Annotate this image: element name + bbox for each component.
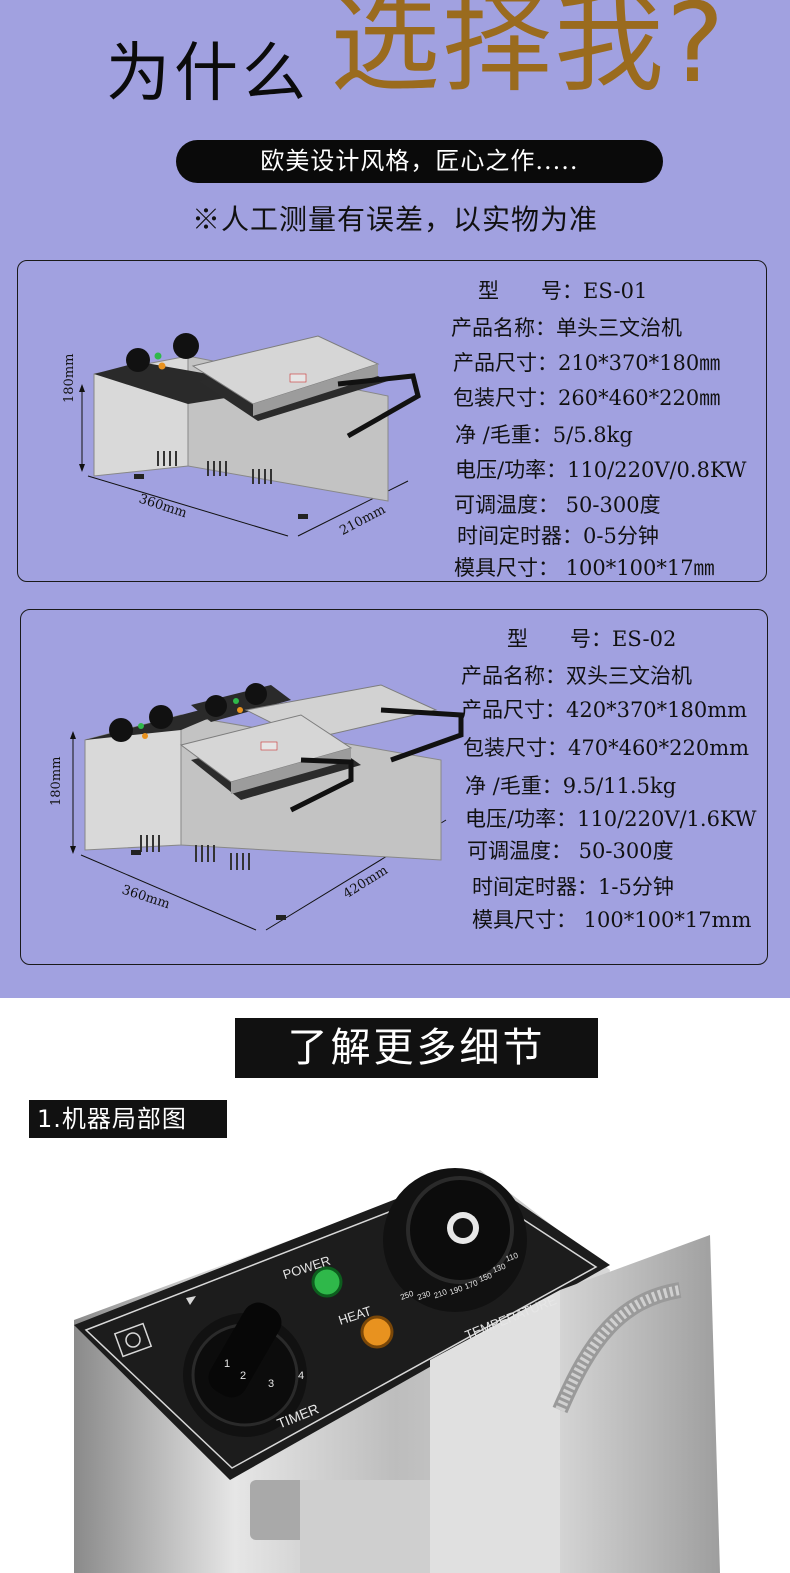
model-value: ES-01	[583, 279, 648, 303]
temp-mark: 170	[463, 1278, 479, 1292]
double-sandwich-maker-image	[70, 683, 464, 931]
spec-value: 110/220V/0.8KW	[567, 458, 747, 482]
model-value: ES-02	[612, 627, 677, 651]
spec-row: 包装尺寸：260*460*220㎜	[453, 382, 720, 412]
hero-heading: 为什么 选择我?	[0, 0, 790, 125]
control-panel-closeup-image	[74, 1168, 720, 1573]
details-heading: 了解更多细节	[235, 1018, 598, 1078]
spec-value: 1-5分钟	[598, 875, 674, 899]
temp-mark: 230	[416, 1289, 432, 1303]
spec-label: 净 /毛重：	[465, 774, 563, 798]
hero-emphasis: 选择我?	[330, 0, 727, 107]
spec-label: 包装尺寸：	[453, 386, 558, 410]
timer-dial-marks: 1 2 3 4	[210, 1358, 320, 1400]
spec-value: 50-300度	[572, 839, 674, 863]
spec-row: 产品尺寸：420*370*180mm	[461, 694, 747, 724]
model-line: 型 号：ES-02	[507, 623, 676, 653]
spec-value: 100*100*17mm	[577, 908, 752, 932]
spec-row: 电压/功率：110/220V/1.6KW	[465, 803, 756, 833]
spec-value: 双头三文治机	[566, 664, 692, 688]
product-card-es02: 180mm 360mm 420mm 型 号：ES-02 产品名称：双头三文治机 …	[20, 609, 768, 965]
temp-mark: 210	[432, 1287, 449, 1301]
spec-label: 时间定时器：	[457, 524, 583, 548]
spec-value: 110/220V/1.6KW	[577, 807, 757, 831]
spec-row: 净 /毛重：5/5.8kg	[455, 419, 633, 449]
spec-row: 产品尺寸：210*370*180㎜	[453, 347, 720, 377]
spec-row: 时间定时器：1-5分钟	[472, 871, 674, 901]
spec-label: 模具尺寸：	[454, 556, 559, 580]
timer-mark: 1	[224, 1358, 231, 1370]
spec-row: 模具尺寸： 100*100*17㎜	[454, 552, 715, 582]
spec-label: 产品名称：	[461, 664, 566, 688]
spec-label: 产品尺寸：	[453, 351, 558, 375]
spec-value: 100*100*17㎜	[559, 556, 715, 580]
single-sandwich-maker-image	[79, 333, 421, 537]
spec-label: 包装尺寸：	[463, 736, 568, 760]
spec-value: 470*460*220mm	[568, 736, 750, 760]
temp-mark: 190	[448, 1283, 464, 1297]
spec-row: 净 /毛重：9.5/11.5kg	[465, 770, 676, 800]
spec-label: 产品尺寸：	[461, 698, 566, 722]
spec-label: 电压/功率：	[455, 458, 568, 482]
timer-mark: 2	[240, 1370, 247, 1382]
spec-label: 产品名称：	[451, 316, 556, 340]
spec-label: 可调温度：	[467, 839, 572, 863]
timer-mark: 3	[268, 1378, 275, 1390]
timer-mark: 4	[298, 1370, 305, 1382]
temp-mark: 150	[477, 1270, 494, 1284]
spec-row: 时间定时器：0-5分钟	[457, 520, 659, 550]
spec-row: 电压/功率：110/220V/0.8KW	[455, 454, 746, 484]
spec-row: 产品名称：双头三文治机	[461, 660, 692, 690]
spec-row: 可调温度： 50-300度	[467, 835, 674, 865]
spec-value: 260*460*220㎜	[558, 386, 721, 410]
height-dimension: 180mm	[49, 756, 64, 806]
product-spec-section: 为什么 选择我? 欧美设计风格，匠心之作..... ※人工测量有误差，以实物为准	[0, 0, 790, 998]
spec-row: 产品名称：单头三文治机	[451, 312, 682, 342]
hero-prefix: 为什么	[106, 37, 310, 111]
temp-mark: 130	[491, 1261, 507, 1275]
spec-row: 包装尺寸：470*460*220mm	[463, 732, 749, 762]
machine-closeup-heading: 1.机器局部图	[29, 1100, 227, 1138]
product-card-es01: 180mm 360mm 210mm 型 号：ES-01 产品名称：单头三文治机 …	[17, 260, 767, 582]
spec-value: 420*370*180mm	[566, 698, 748, 722]
model-label: 型 号：	[507, 627, 612, 651]
measurement-notice: ※人工测量有误差，以实物为准	[191, 203, 598, 236]
slogan-banner: 欧美设计风格，匠心之作.....	[176, 140, 663, 183]
model-label: 型 号：	[478, 279, 583, 303]
model-line: 型 号：ES-01	[478, 275, 647, 305]
height-dimension: 180mm	[62, 353, 77, 403]
spec-value: 单头三文治机	[556, 316, 682, 340]
spec-value: 5/5.8kg	[552, 423, 633, 447]
spec-row: 可调温度： 50-300度	[454, 489, 661, 519]
spec-label: 净 /毛重：	[455, 423, 553, 447]
spec-label: 时间定时器：	[472, 875, 598, 899]
spec-label: 电压/功率：	[465, 807, 578, 831]
spec-value: 0-5分钟	[583, 524, 659, 548]
spec-value: 50-300度	[559, 493, 661, 517]
spec-value: 210*370*180㎜	[558, 351, 721, 375]
spec-row: 模具尺寸： 100*100*17mm	[472, 904, 751, 934]
spec-value: 9.5/11.5kg	[562, 774, 677, 798]
spec-label: 模具尺寸：	[472, 908, 577, 932]
spec-label: 可调温度：	[454, 493, 559, 517]
